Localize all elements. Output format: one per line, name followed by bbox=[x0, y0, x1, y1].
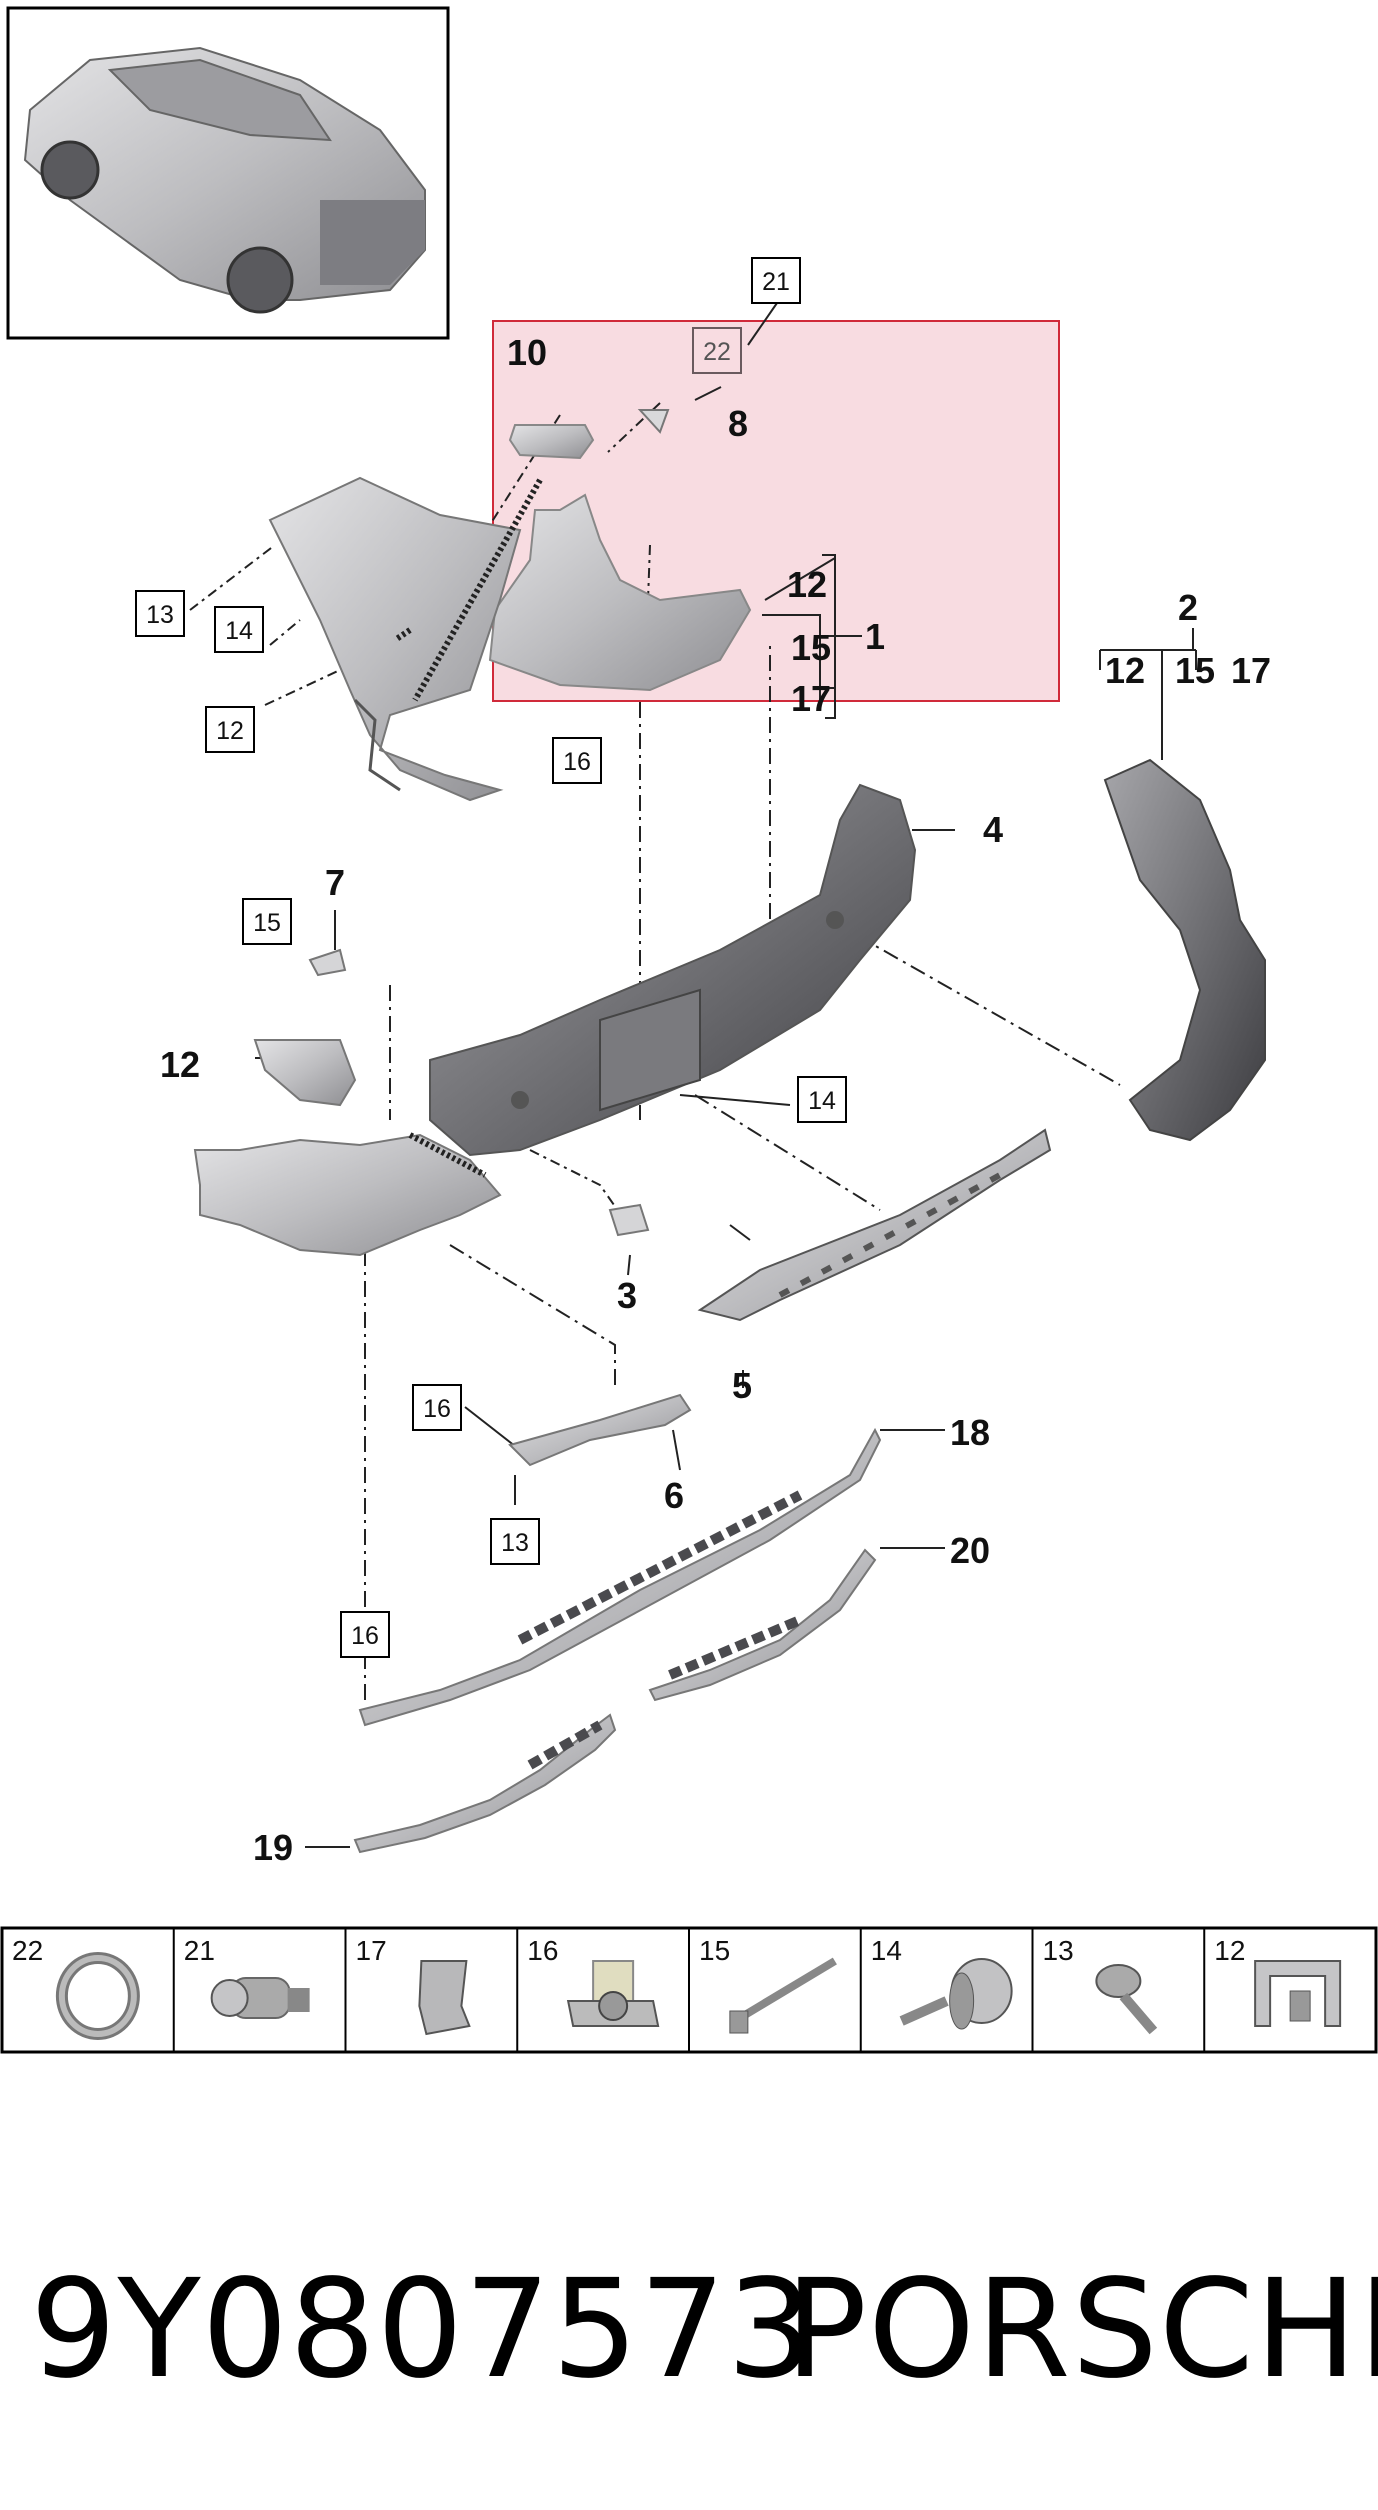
callout-12-left: 12 bbox=[160, 1044, 200, 1085]
vehicle-thumbnail bbox=[6, 6, 450, 340]
box-13-mid: 13 bbox=[501, 1529, 529, 1557]
boxed-references: 21 22 13 14 12 16 15 14 16 13 16 bbox=[135, 257, 847, 1658]
part-20-trim bbox=[648, 1548, 877, 1702]
legend-number: 14 bbox=[871, 1935, 902, 1966]
parts-diagram: 1 2 3 4 5 6 7 8 10 12 15 17 12 15 17 12 … bbox=[0, 6, 1378, 2054]
callout-3: 3 bbox=[617, 1275, 637, 1316]
box-16-top: 16 bbox=[563, 748, 591, 776]
callout-8: 8 bbox=[728, 403, 748, 444]
box-15: 15 bbox=[253, 909, 281, 937]
bracket-clip-icon bbox=[1254, 1960, 1342, 2027]
flange-screw-icon bbox=[1095, 1964, 1158, 2035]
box-13-top: 13 bbox=[146, 601, 174, 629]
legend-number: 15 bbox=[699, 1935, 730, 1966]
legend-number: 21 bbox=[184, 1935, 215, 1966]
box-22: 22 bbox=[703, 338, 731, 366]
legend-number: 12 bbox=[1214, 1935, 1245, 1966]
callout-18: 18 bbox=[950, 1412, 990, 1453]
expanding-clip-icon bbox=[418, 1960, 471, 2036]
box-14-mid: 14 bbox=[808, 1087, 836, 1115]
legend-number: 13 bbox=[1043, 1935, 1074, 1966]
callout-17-part2: 17 bbox=[1231, 650, 1271, 691]
part-18-trim bbox=[358, 1427, 882, 1727]
legend-cell-14: 14 bbox=[859, 1928, 1013, 2052]
part-2-side-bracket bbox=[1103, 758, 1266, 1142]
callout-20: 20 bbox=[950, 1530, 990, 1571]
box-16-mid: 16 bbox=[423, 1395, 451, 1423]
sensor-ring-icon bbox=[55, 1952, 140, 2040]
part-3-clip bbox=[608, 1203, 650, 1237]
callout-12-part1: 12 bbox=[787, 564, 827, 605]
box-21: 21 bbox=[762, 268, 790, 296]
fastener-legend: 22 21 17 16 15 14 13 12 bbox=[0, 1926, 1378, 2054]
legend-cell-15: 15 bbox=[688, 1928, 837, 2052]
legend-cell-13: 13 bbox=[1031, 1928, 1158, 2052]
brand-name: PORSCHE bbox=[785, 2251, 1378, 2409]
callout-2: 2 bbox=[1178, 587, 1198, 628]
part-1-rear-bumper-trim bbox=[488, 493, 752, 692]
speed-nut-icon bbox=[566, 1960, 660, 2027]
callout-6: 6 bbox=[664, 1475, 684, 1516]
part-10-cover bbox=[508, 424, 595, 460]
part-8-clip bbox=[637, 409, 670, 434]
legend-cell-21: 21 bbox=[172, 1928, 310, 2052]
footer: 9Y0807573 PORSCHE bbox=[0, 2230, 1378, 2430]
callout-12-part2: 12 bbox=[1105, 650, 1145, 691]
callout-7: 7 bbox=[325, 862, 345, 903]
callout-15-part2: 15 bbox=[1175, 650, 1215, 691]
push-clip-icon bbox=[899, 1958, 1013, 2030]
legend-number: 22 bbox=[12, 1935, 43, 1966]
legend-cell-17: 17 bbox=[344, 1928, 471, 2052]
side-bumper-panel bbox=[268, 476, 522, 802]
part-number: 9Y0807573 bbox=[30, 2251, 815, 2409]
callout-17-part1: 17 bbox=[791, 678, 831, 719]
callout-4: 4 bbox=[983, 809, 1003, 850]
callout-15-part1: 15 bbox=[791, 627, 831, 668]
drive-rivet-icon bbox=[729, 1957, 837, 2034]
part-19-trim bbox=[353, 1713, 617, 1854]
box-16-low: 16 bbox=[351, 1622, 379, 1650]
callout-1: 1 bbox=[865, 616, 885, 657]
callout-19: 19 bbox=[253, 1827, 293, 1868]
part-6-bracket bbox=[508, 1393, 692, 1467]
part-7-clip bbox=[308, 948, 347, 977]
callout-5: 5 bbox=[732, 1365, 752, 1406]
legend-cell-12: 12 bbox=[1203, 1928, 1342, 2052]
part-12-cover bbox=[253, 1039, 357, 1107]
callout-10: 10 bbox=[507, 332, 547, 373]
bumper-cover-left bbox=[193, 1133, 502, 1257]
legend-cell-22: 22 bbox=[12, 1935, 140, 2040]
callout-numbers: 1 2 3 4 5 6 7 8 10 12 15 17 12 15 17 12 … bbox=[160, 332, 1271, 1868]
box-12-top: 12 bbox=[216, 717, 244, 745]
legend-number: 16 bbox=[527, 1935, 558, 1966]
legend-number: 17 bbox=[356, 1935, 387, 1966]
callout-lines bbox=[255, 302, 1197, 1848]
part-4-bumper-carrier bbox=[429, 783, 917, 1157]
part-5-diffuser bbox=[697, 1128, 1052, 1322]
legend-cell-16: 16 bbox=[516, 1928, 660, 2052]
box-14-top: 14 bbox=[225, 617, 253, 645]
parking-sensor-icon bbox=[210, 1977, 310, 2019]
